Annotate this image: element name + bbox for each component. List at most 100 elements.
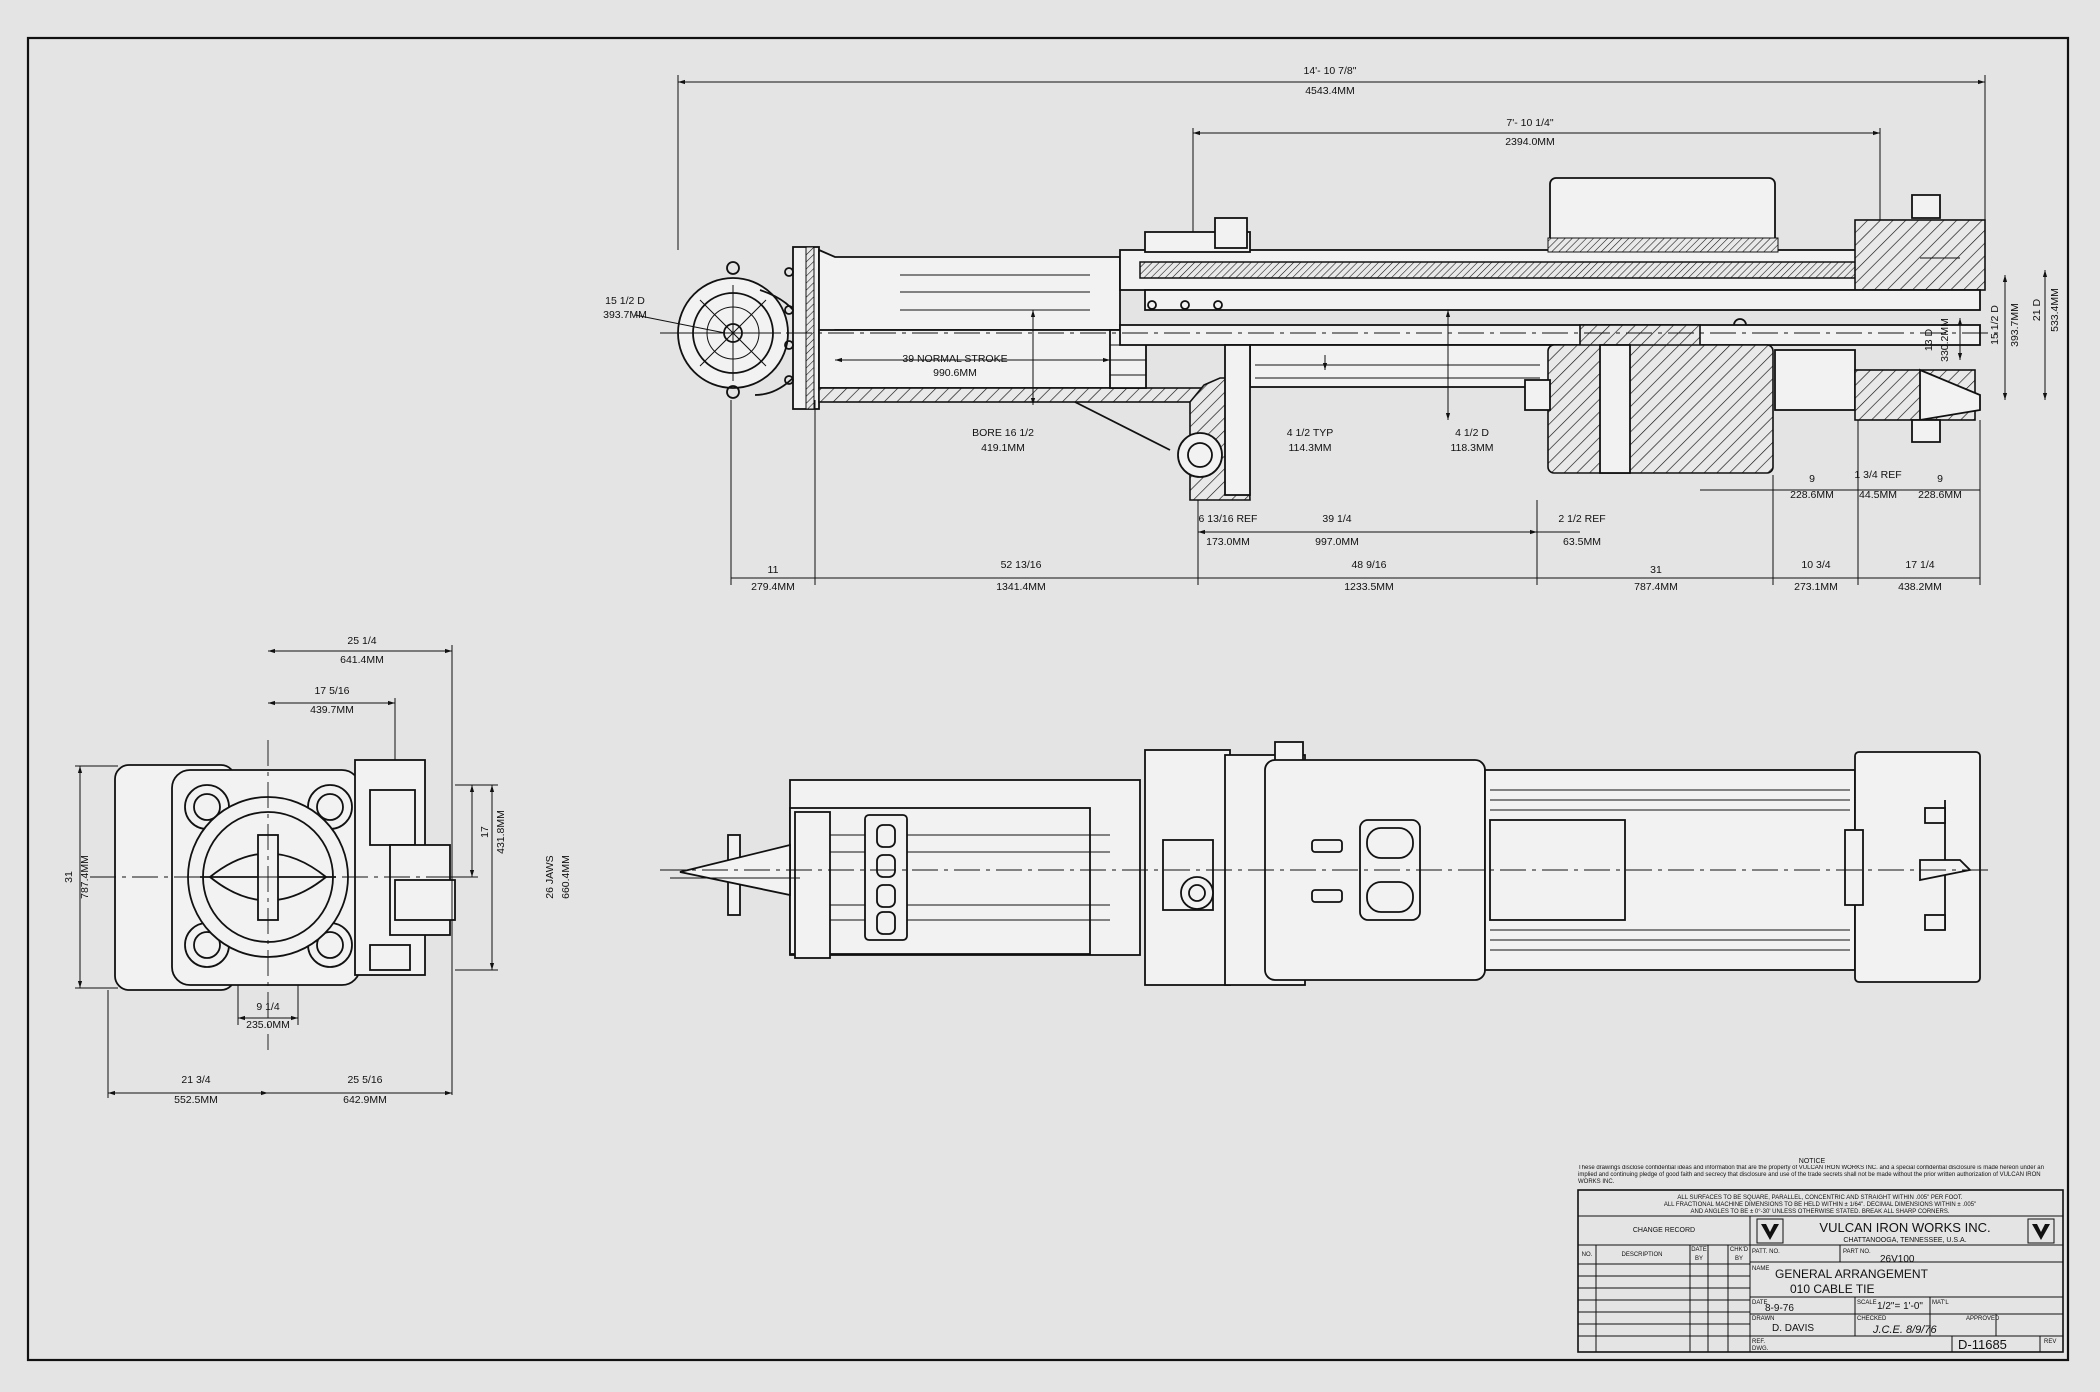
dim-typ-mm: 114.3MM xyxy=(1289,442,1332,454)
dim-r21d-mm: 533.4MM xyxy=(2049,288,2061,332)
drawing-number: D-11685 xyxy=(1958,1337,2007,1352)
dim-b11-mm: 279.4MM xyxy=(751,581,795,593)
dim-bore-mm: 419.1MM xyxy=(981,442,1025,454)
dim-w17-frac: 17 5/16 xyxy=(314,685,349,697)
dim-b11-frac: 11 xyxy=(768,564,779,576)
dwg-label: DWG. xyxy=(1752,1346,1769,1352)
col-chkd: CHK'D xyxy=(1730,1247,1749,1253)
sheet-border xyxy=(26,36,2070,1362)
dim-h17-frac: 17 xyxy=(479,826,491,838)
dim-d4-mm: 118.3MM xyxy=(1451,442,1494,454)
dim-h17-mm: 431.8MM xyxy=(495,810,507,854)
dim-b52-frac: 52 13/16 xyxy=(1001,559,1042,571)
matl-label: MAT'L xyxy=(1932,1300,1949,1306)
dim-overall-mm: 4543.4MM xyxy=(1305,85,1355,97)
col-by2: BY xyxy=(1735,1256,1743,1262)
dim-w25-mm: 641.4MM xyxy=(340,654,384,666)
dim-d4-frac: 4 1/2 D xyxy=(1455,427,1489,439)
dim-ref2-frac: 2 1/2 REF xyxy=(1558,513,1605,525)
spec-line-1: ALL SURFACES TO BE SQUARE, PARALLEL, CON… xyxy=(1677,1195,1963,1201)
dim-b21-mm: 552.5MM xyxy=(174,1094,218,1106)
company-location: CHATTANOOGA, TENNESSEE, U.S.A. xyxy=(1843,1237,1966,1244)
dim-c9-frac: 9 1/4 xyxy=(256,1001,280,1013)
dim-upper-mm: 2394.0MM xyxy=(1505,136,1555,148)
dim-r15d-mm: 393.7MM xyxy=(2009,303,2021,347)
dim-r9a-mm: 228.6MM xyxy=(1790,489,1834,501)
dim-c9-mm: 235.0MM xyxy=(246,1019,290,1031)
scale-value: 1/2"= 1'-0" xyxy=(1877,1301,1923,1312)
dim-ref3-mm: 44.5MM xyxy=(1859,489,1897,501)
dim-mid39-mm: 997.0MM xyxy=(1315,536,1359,548)
dim-b31-mm: 787.4MM xyxy=(1634,581,1678,593)
name-label: NAME xyxy=(1752,1266,1769,1272)
dim-w25-frac: 25 1/4 xyxy=(347,635,376,647)
dim-b17-mm: 438.2MM xyxy=(1898,581,1942,593)
dim-ref1-frac: 6 13/16 REF xyxy=(1199,513,1258,525)
dim-typ-frac: 4 1/2 TYP xyxy=(1287,427,1334,439)
drawn-label: DRAWN xyxy=(1752,1316,1774,1322)
col-by: BY xyxy=(1695,1256,1703,1262)
crosshead-block xyxy=(1547,344,1774,474)
dim-b48-frac: 48 9/16 xyxy=(1351,559,1386,571)
dim-b25-frac: 25 5/16 xyxy=(347,1074,382,1086)
patt-no-label: PATT. NO. xyxy=(1752,1249,1780,1255)
dim-stroke-frac: 39 NORMAL STROKE xyxy=(902,353,1007,365)
dimension-labels: 14'- 10 7/8" 4543.4MM 7'- 10 1/4" 2394.0… xyxy=(63,65,2061,1106)
title-block: NOTICE These drawings disclose confident… xyxy=(1577,1158,2064,1353)
drawn-value: D. DAVIS xyxy=(1772,1323,1814,1334)
dim-upper-frac: 7'- 10 1/4" xyxy=(1506,117,1553,129)
dim-leftdia-frac: 15 1/2 D xyxy=(605,295,645,307)
date-value: 8-9-76 xyxy=(1765,1303,1794,1314)
dim-r9b-mm: 228.6MM xyxy=(1918,489,1962,501)
dim-r21d-frac: 21 D xyxy=(2031,298,2043,321)
col-date: DATE xyxy=(1691,1247,1707,1253)
dim-w17-mm: 439.7MM xyxy=(310,704,354,716)
dim-b48-mm: 1233.5MM xyxy=(1344,581,1394,593)
col-description: DESCRIPTION xyxy=(1621,1252,1662,1258)
col-no: NO. xyxy=(1582,1252,1593,1258)
dim-mid39-frac: 39 1/4 xyxy=(1322,513,1351,525)
dim-stroke-mm: 990.6MM xyxy=(933,367,977,379)
dim-overall-frac: 14'- 10 7/8" xyxy=(1303,65,1356,77)
dim-r15d-frac: 15 1/2 D xyxy=(1989,305,2001,345)
dim-b17-frac: 17 1/4 xyxy=(1905,559,1934,571)
dim-r13d-frac: 13 D xyxy=(1923,328,1935,351)
drawing-name-2: 010 CABLE TIE xyxy=(1790,1282,1875,1296)
company-logo-right xyxy=(2027,1218,2055,1244)
ref-label: REF. xyxy=(1752,1339,1765,1345)
dim-ref1-mm: 173.0MM xyxy=(1206,536,1250,548)
dim-b25-mm: 642.9MM xyxy=(343,1094,387,1106)
spec-line-2: ALL FRACTIONAL MACHINE DIMENSIONS TO BE … xyxy=(1664,1202,1976,1208)
dim-b52-mm: 1341.4MM xyxy=(996,581,1046,593)
dim-b21-frac: 21 3/4 xyxy=(181,1074,210,1086)
change-record-label: CHANGE RECORD xyxy=(1633,1227,1695,1234)
part-no-label: PART NO. xyxy=(1843,1249,1871,1255)
dim-h31-mm: 787.4MM xyxy=(79,855,91,899)
checked-signature: J.C.E. 8/9/76 xyxy=(1872,1324,1937,1336)
notice-heading: NOTICE xyxy=(1799,1158,1826,1165)
notice-body-wrap: These drawings disclose confidential ide… xyxy=(1578,1165,2044,1185)
end-view xyxy=(90,740,470,1050)
date-label: DATE xyxy=(1752,1300,1768,1306)
dim-r13d-mm: 330.2MM xyxy=(1939,318,1951,362)
company-name: VULCAN IRON WORKS INC. xyxy=(1819,1220,1990,1235)
end-view-dimension-lines xyxy=(75,645,498,1098)
dim-leftdia-mm: 393.7MM xyxy=(603,309,647,321)
notice-body: These drawings disclose confidential ide… xyxy=(1578,1165,2044,1185)
dim-r9a-frac: 9 xyxy=(1809,473,1815,485)
spec-line-3: AND ANGLES TO BE ± 0°-30' UNLESS OTHERWI… xyxy=(1690,1209,1949,1215)
company-logo-left xyxy=(1756,1218,1784,1244)
drawing-name-1: GENERAL ARRANGEMENT xyxy=(1775,1267,1929,1281)
dim-h31-frac: 31 xyxy=(63,871,75,883)
dim-ref3-frac: 1 3/4 REF xyxy=(1854,469,1901,481)
dim-b31-frac: 31 xyxy=(1650,564,1662,576)
plan-view xyxy=(660,741,1990,986)
dim-ref2-mm: 63.5MM xyxy=(1563,536,1601,548)
dim-b10-mm: 273.1MM xyxy=(1794,581,1838,593)
approved-label: APPROVED xyxy=(1966,1316,2000,1322)
side-elevation-view xyxy=(660,177,2000,501)
dim-jaws-mm: 660.4MM xyxy=(560,855,572,899)
top-dimension-lines xyxy=(634,75,2048,585)
